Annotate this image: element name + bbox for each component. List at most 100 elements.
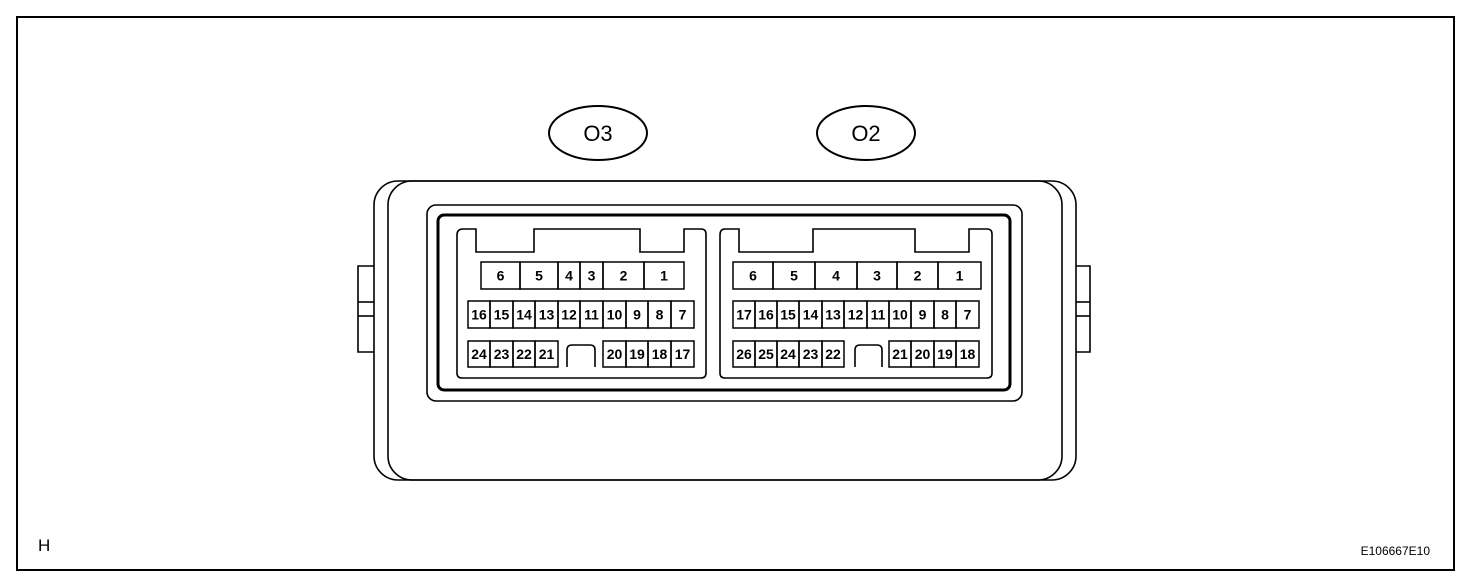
pin-cell: 4 (814, 261, 858, 290)
pin-cell: 1 (937, 261, 982, 290)
pin-cell: 20 (910, 340, 935, 368)
pin-number: 5 (535, 268, 543, 284)
pin-cell: 12 (557, 300, 581, 329)
pin-cell: 8 (933, 300, 957, 329)
figure-code: E106667E10 (1361, 544, 1431, 558)
connector-label-o2: O2 (816, 105, 916, 161)
pin-cell: 19 (625, 340, 649, 368)
pin-number: 21 (539, 346, 555, 362)
pin-number: 2 (914, 268, 922, 284)
pin-number: 14 (803, 307, 819, 323)
pin-box (821, 340, 845, 368)
connector-housing (357, 180, 1091, 481)
housing-inner-edge (387, 180, 1063, 481)
pin-cell: 22 (512, 340, 536, 368)
pin-number: 2 (620, 268, 628, 284)
connector-label-o3: O3 (548, 105, 648, 161)
face-frame (436, 213, 1012, 392)
pin-number: 24 (780, 346, 796, 362)
cavity-outline (719, 228, 993, 379)
housing-outer (373, 180, 1077, 481)
pin-number: 1 (956, 268, 964, 284)
pin-number: 9 (633, 307, 641, 323)
pin-cell: 17 (670, 340, 695, 368)
figure-border (16, 16, 1455, 571)
pin-cell: 9 (625, 300, 649, 329)
pin-number: 8 (656, 307, 664, 323)
pin-number: 8 (941, 307, 949, 323)
pin-box (937, 261, 982, 290)
pin-cell: 26 (732, 340, 756, 368)
pin-number: 10 (892, 307, 908, 323)
pin-cell: 19 (933, 340, 957, 368)
pin-number: 12 (848, 307, 864, 323)
pin-number: 13 (539, 307, 555, 323)
pin-cell: 15 (489, 300, 514, 329)
pin-number: 6 (749, 268, 757, 284)
polarization-key (566, 344, 596, 367)
cavity-left (456, 228, 707, 379)
pin-cell: 18 (647, 340, 672, 368)
cavity-outline (456, 228, 707, 379)
pin-cell: 14 (512, 300, 536, 329)
pin-number: 15 (494, 307, 510, 323)
pin-cell: 22 (821, 340, 845, 368)
pin-number: 26 (736, 346, 752, 362)
pin-number: 3 (873, 268, 881, 284)
pin-number: 17 (675, 346, 691, 362)
pin-box (955, 300, 980, 329)
pin-cell: 17 (732, 300, 756, 329)
pin-number: 16 (471, 307, 487, 323)
pin-cell: 25 (754, 340, 778, 368)
pin-number: 4 (832, 268, 840, 284)
pin-box (670, 340, 695, 368)
pin-number: 11 (584, 307, 599, 323)
pin-number: 12 (561, 307, 577, 323)
pin-cell: 2 (602, 261, 645, 290)
pin-cell: 15 (776, 300, 800, 329)
pin-box (534, 340, 559, 368)
polarization-key (854, 344, 883, 367)
pin-number: 4 (565, 268, 573, 284)
pin-cell: 11 (579, 300, 604, 329)
pin-number: 7 (964, 307, 972, 323)
pin-number: 18 (960, 346, 976, 362)
pin-cell: 11 (866, 300, 890, 329)
pin-box (643, 261, 685, 290)
pin-cell: 8 (647, 300, 672, 329)
cavity-right (719, 228, 993, 379)
pin-cell: 10 (888, 300, 912, 329)
pin-cell: 9 (910, 300, 935, 329)
pin-cell: 12 (843, 300, 868, 329)
pin-number: 22 (516, 346, 532, 362)
pin-cell: 18 (955, 340, 980, 368)
pin-cell: 16 (754, 300, 778, 329)
pin-number: 14 (516, 307, 532, 323)
pin-cell: 21 (888, 340, 912, 368)
pin-number: 10 (607, 307, 623, 323)
pin-cell: 7 (955, 300, 980, 329)
label-ellipse (816, 105, 916, 161)
pin-number: 11 (871, 307, 886, 323)
pin-cell: 5 (519, 261, 559, 290)
pin-number: 22 (825, 346, 841, 362)
pin-number: 23 (803, 346, 819, 362)
pin-number: 9 (919, 307, 927, 323)
label-ellipse (548, 105, 648, 161)
pin-cell: 2 (896, 261, 939, 290)
pin-number: 19 (937, 346, 953, 362)
pin-number: 1 (660, 268, 668, 284)
connector-label-text: O3 (583, 121, 612, 146)
pin-cell: 4 (557, 261, 581, 290)
pin-number: 5 (790, 268, 798, 284)
pin-cell: 21 (534, 340, 559, 368)
pin-cell: 1 (643, 261, 685, 290)
pin-cell: 20 (602, 340, 627, 368)
pin-number: 19 (629, 346, 645, 362)
pin-number: 6 (497, 268, 505, 284)
pin-cell: 13 (534, 300, 559, 329)
view-label: H (38, 536, 50, 555)
pin-cell: 13 (821, 300, 845, 329)
